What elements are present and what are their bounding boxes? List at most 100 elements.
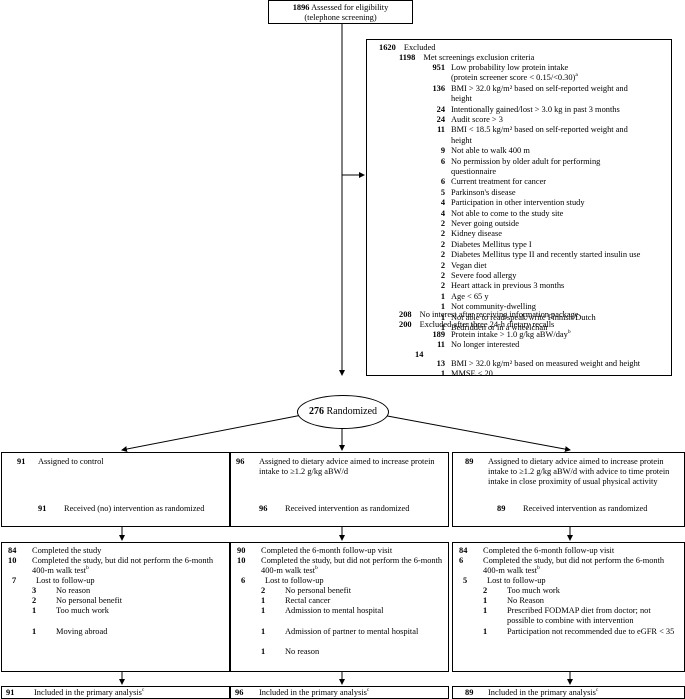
randomized-label: Randomized	[326, 406, 378, 417]
criterion-label: BMI < 18.5 kg/m² based on self-reported …	[451, 125, 628, 135]
criterion-count: 9	[440, 146, 445, 156]
arm-protein-recv: Received intervention as randomized	[285, 504, 410, 513]
criterion-label: Not able to come to the study site	[451, 208, 564, 218]
arm-control-analysis-count: 91	[6, 688, 15, 697]
criterion-count: 6	[440, 156, 445, 166]
other-count: 14	[415, 350, 424, 359]
criterion-label: Diabetes Mellitus type I	[451, 239, 532, 249]
followup-reason-label: Participation not recommended due to eGF…	[507, 627, 675, 636]
arm-control-recv-count: 91	[38, 504, 47, 513]
arm-timing-followup-box: 84 Completed the 6-month follow-up visit 6…	[452, 542, 685, 672]
arm-protein-allocation-box: 96 Assigned to dietary advice aimed to i…	[230, 452, 449, 527]
assessed-label: Assessed for eligibility	[311, 3, 389, 12]
randomized-count: 276	[308, 406, 324, 417]
completed-count: 84	[459, 546, 468, 555]
followup-reason-count: 1	[32, 606, 37, 615]
excluded-label: Excluded	[403, 43, 436, 52]
criterion-sup: a	[575, 72, 578, 79]
followup-reason-count: 1	[261, 606, 266, 615]
criterion-count: 2	[440, 250, 445, 260]
criterion-count: 24	[436, 104, 445, 114]
criterion-label: Participation in other intervention stud…	[451, 198, 585, 208]
criterion-count: 6	[440, 177, 445, 187]
criterion-label-cont: height	[451, 135, 472, 145]
arm-control-allocation-box: 91 Assigned to control 91 Received (no) …	[1, 452, 230, 527]
arm-timing-analysis-label: Included in the primary analysis	[488, 688, 596, 697]
criterion-label: Severe food allergy	[451, 271, 517, 280]
criterion-label: BMI > 32.0 kg/m² based on self-reported …	[451, 83, 628, 93]
criterion-count: 4	[440, 208, 445, 218]
no-walk-test-count: 10	[237, 556, 246, 565]
criterion-count: 11	[437, 125, 445, 135]
criterion-count: 2	[440, 219, 445, 228]
criterion-count: 1	[440, 323, 445, 332]
screen-label: Met screenings exclusion criteria	[423, 53, 535, 62]
arm-protein-analysis-box: 96 Included in the primary analysisc	[230, 686, 449, 699]
other-item-count: 13	[436, 359, 445, 368]
arm-protein-assign: Assigned to dietary advice aimed to incr…	[259, 457, 435, 477]
arm-control-analysis-label: Included in the primary analysis	[34, 688, 142, 697]
followup-reason-count: 1	[483, 627, 488, 636]
criterion-label: Not able to read/speak/write Finnish/Dut…	[451, 312, 596, 322]
no-walk-test-sup: b	[314, 565, 318, 572]
arm-timing-assign: Assigned to dietary advice aimed to incr…	[488, 457, 670, 487]
followup-reason-label: Too much work	[56, 606, 109, 615]
criterion-label: Heart attack in previous 3 months	[451, 281, 565, 291]
criterion-label: Never going outside	[451, 219, 519, 228]
arm-timing-analysis-count: 89	[465, 688, 474, 697]
no-interest-count: 208	[399, 310, 412, 319]
lost-to-followup-count: 7	[12, 576, 17, 585]
criterion-count: 24	[436, 115, 445, 124]
arm-timing-recv: Received intervention as randomized	[523, 504, 648, 513]
followup-reason-label: No Reason	[507, 596, 544, 605]
no-walk-test-sup: b	[536, 565, 540, 572]
recall-item-label: No longer interested	[451, 340, 520, 349]
criterion-count: 2	[440, 271, 445, 280]
arm-control-recv: Received (no) intervention as randomized	[64, 504, 205, 513]
recall-item-label: Protein intake > 1.0 g/kg aBW/dayb	[451, 329, 571, 339]
criterion-label: Age < 65 y	[451, 291, 489, 301]
followup-reason-label: No reason	[56, 586, 91, 595]
other-item-label: BMI > 32.0 kg/m² based on measured weigh…	[451, 359, 641, 368]
lost-to-followup-count: 6	[241, 576, 246, 585]
followup-reason-count: 3	[32, 586, 37, 595]
arm-timing-recv-count: 89	[497, 504, 506, 513]
lost-to-followup-label: Lost to follow-up	[265, 576, 324, 585]
criterion-label: Parkinson's disease	[451, 187, 516, 197]
followup-reason-label: Moving abroad	[56, 627, 108, 636]
criterion-label-cont: (protein screener score < 0.15/<0.30)a	[451, 72, 578, 83]
followup-reason-label: No personal benefit	[285, 586, 352, 595]
criterion-label: Bedridden or in a wheelchair	[451, 323, 549, 332]
recalls-label: Excluded after three 24-h dietary recall…	[419, 320, 555, 329]
lost-to-followup-label: Lost to follow-up	[487, 576, 546, 585]
criterion-count: 1	[440, 312, 445, 322]
criterion-label: Not able to walk 400 m	[451, 146, 530, 156]
completed-label: Completed the 6-month follow-up visit	[483, 546, 615, 555]
arm-control-analysis-sup: c	[141, 687, 145, 694]
arm-timing-analysis-box: 89 Included in the primary analysisc	[452, 686, 685, 699]
criterion-label: Diabetes Mellitus type II and recently s…	[451, 250, 641, 260]
followup-reason-label: Too much work	[507, 586, 560, 595]
excluded-box: 1620 Excluded 1198 Met screenings exclus…	[366, 39, 672, 378]
criterion-count: 5	[440, 187, 445, 197]
assessed-box: 1896 Assessed for eligibility (telephone…	[268, 0, 413, 24]
recall-item-sup: b	[567, 329, 571, 336]
no-walk-test-count: 6	[459, 556, 464, 565]
followup-reason-label: No personal benefit	[56, 596, 123, 605]
criterion-count: 951	[432, 63, 445, 72]
no-walk-test-sup: b	[85, 565, 89, 572]
followup-reason-count: 1	[483, 606, 488, 615]
criterion-count: 2	[440, 260, 445, 270]
followup-reason-count: 1	[483, 596, 488, 605]
followup-reason-count: 2	[261, 586, 266, 595]
other-item-label: MMSE ≤ 20	[451, 368, 493, 378]
followup-reason-count: 1	[261, 627, 266, 636]
arm-protein-count: 96	[236, 457, 245, 466]
recalls-count: 200	[399, 320, 412, 329]
lost-to-followup-label: Lost to follow-up	[36, 576, 95, 585]
completed-count: 84	[8, 546, 17, 555]
criterion-label: Not community-dwelling	[451, 302, 536, 312]
criterion-label: Vegan diet	[451, 260, 487, 270]
